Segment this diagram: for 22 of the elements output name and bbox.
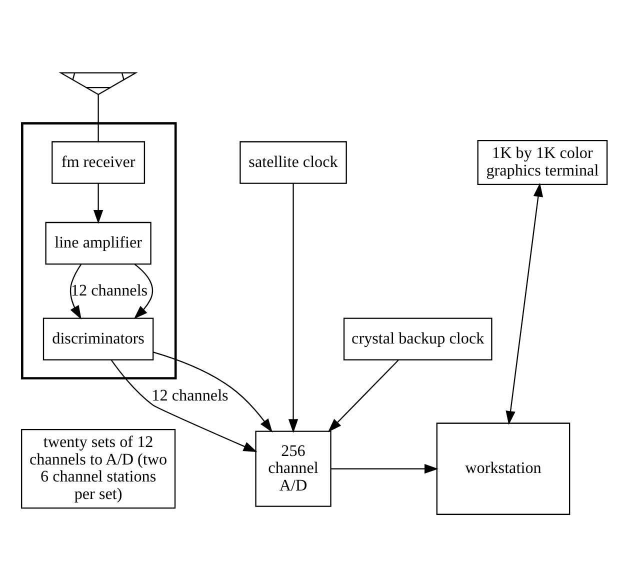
arrow [288,184,298,434]
connector [98,94,99,142]
arrow [134,264,154,320]
arrow [331,464,438,474]
node-box: twenty sets of 12 channels to A/D (two 6 channel stations per set) [21,429,176,509]
edge-label: 12 channels [70,282,148,300]
arrow [70,264,82,320]
arrow [93,183,104,224]
arrow [506,182,544,425]
node-box: satellite clock [240,141,347,184]
node-box: fm receiver [52,141,146,184]
arrow [328,360,399,432]
node-box: line amplifier [45,222,152,265]
arrow [110,360,258,452]
node-box: crystal backup clock [343,318,492,360]
node-box: 256 channel A/D [255,430,332,507]
arrow [153,352,273,432]
node-box: workstation [436,422,570,515]
edge-label: 12 channels [152,387,228,404]
node-box: 1K by 1K color graphics terminal [477,140,608,186]
node-box: discriminators [42,318,154,360]
cluster [21,122,177,380]
